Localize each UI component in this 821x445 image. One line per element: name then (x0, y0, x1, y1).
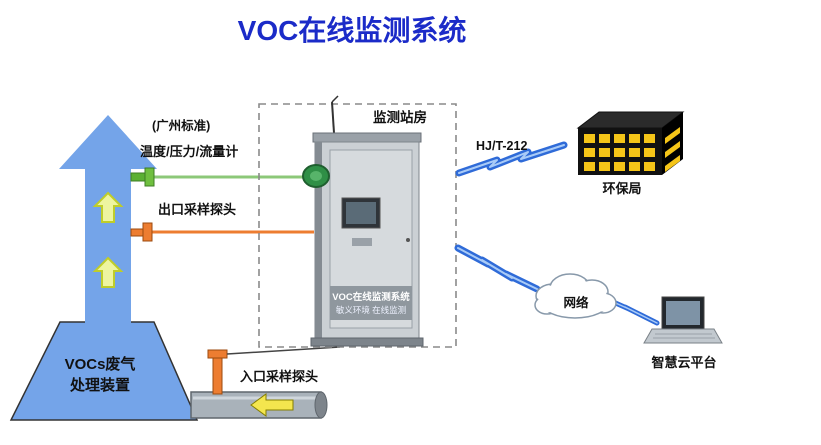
monitoring-cabinet: VOC在线监测系统 敏义环境 在线监测 (302, 132, 424, 347)
cabinet-label-line1: VOC在线监测系统 (332, 291, 410, 303)
treatment-device-label-line1: VOCs废气 (65, 355, 136, 373)
duct-opening (314, 391, 328, 419)
exhaust-stack: VOCs废气 处理装置 (9, 115, 199, 421)
inlet-duct: 入口采样探头 (190, 346, 341, 419)
treatment-device-label-line2: 处理装置 (69, 376, 130, 394)
cabinet-vent-slot (352, 238, 372, 246)
inlet-probe-icon (207, 349, 228, 395)
protocol-label: HJ/T-212 (476, 139, 527, 153)
flow-arrow-icon (92, 191, 124, 223)
antenna-icon (331, 101, 335, 134)
wireless-links (454, 141, 660, 326)
meter-label: 温度/压力/流量计 (140, 144, 238, 159)
building-windows (584, 127, 680, 172)
cabinet-handle (406, 238, 410, 242)
inlet-probe-label: 入口采样探头 (240, 369, 318, 384)
cloud-platform-label: 智慧云平台 (651, 355, 716, 370)
station-dashed-boundary (258, 103, 457, 348)
station-room-label: 监测站房 (373, 109, 427, 125)
laptop-icon: 智慧云平台 (643, 296, 723, 370)
standard-label: (广州标准) (152, 118, 210, 133)
flow-arrow-icon (92, 256, 124, 288)
cabinet-label-line2: 敏义环境 在线监测 (336, 305, 406, 315)
monitoring-station: 监测站房 VOC在线监测系统 敏义环境 在线监测 (258, 95, 457, 348)
green-fan-hub (310, 171, 322, 181)
outlet-probe-label: 出口采样探头 (158, 202, 236, 217)
page-title: VOC在线监测系统 (238, 14, 467, 46)
antenna-tip (331, 95, 339, 103)
outlet-probe-icon (130, 222, 153, 242)
inlet-flow-arrow-icon (250, 393, 294, 417)
epa-label: 环保局 (602, 181, 641, 196)
network-label: 网络 (563, 295, 589, 310)
flow-meter-sensor-icon (130, 167, 155, 187)
cabinet-label-band (330, 286, 412, 320)
cabinet-base (310, 337, 424, 347)
epa-building-icon: 环保局 (576, 111, 685, 196)
network-cloud-icon: 网络 (534, 273, 617, 319)
inlet-signal-line (226, 346, 341, 355)
